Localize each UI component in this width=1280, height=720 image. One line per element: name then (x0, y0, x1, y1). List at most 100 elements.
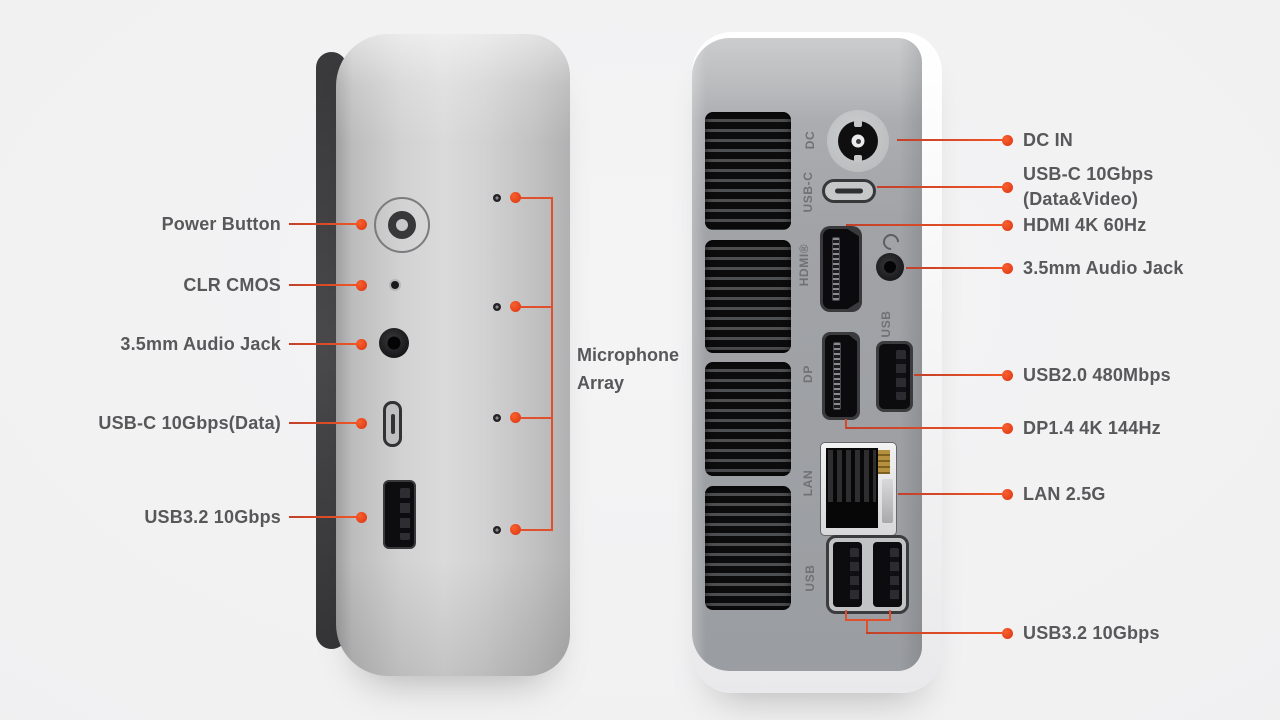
front-usb-c-port (383, 401, 402, 447)
annotation-clr-cmos: CLR CMOS (183, 274, 367, 296)
mic-hole-4 (493, 526, 501, 534)
annotation-label: 3.5mm Audio Jack (120, 333, 281, 354)
lan-cavity (826, 448, 878, 528)
annotation-label-line1: USB-C 10Gbps (1023, 164, 1154, 184)
leader-line (289, 422, 356, 424)
mic-bracket-stub-2 (521, 306, 552, 308)
leader-line (289, 516, 356, 518)
mic-hole-2 (493, 303, 501, 311)
annotation-hdmi: HDMI 4K 60Hz (846, 214, 1146, 236)
dp-slot (833, 342, 841, 410)
leader-dot (1002, 488, 1013, 500)
annotation-lan: LAN 2.5G (898, 483, 1106, 505)
dual-usb3-ports (826, 535, 909, 614)
annotation-label: LAN 2.5G (1023, 483, 1106, 504)
mic-label-line2: Array (577, 373, 625, 393)
dc-in-port (827, 110, 889, 172)
leader-dot (356, 218, 367, 230)
lan-gold-contacts (878, 450, 890, 474)
leader-dot (356, 338, 367, 350)
mic-bracket-stub-3 (521, 417, 552, 419)
hdmi-cavity (823, 229, 859, 309)
leader-line (289, 343, 356, 345)
annotation-label: CLR CMOS (183, 274, 281, 295)
leader-dot (1002, 369, 1013, 381)
leader-line (289, 284, 356, 286)
mic-bracket-stub-1 (521, 197, 552, 199)
usb3-bracket-drop (866, 619, 868, 633)
usb3-bracket-tick-right (889, 610, 891, 621)
usb3-bracket-bar (845, 619, 891, 621)
panel-label-lan: LAN (801, 469, 815, 497)
microphone-array-label: Microphone Array (577, 341, 679, 397)
rear-audio-jack-port (876, 253, 904, 281)
leader-dot (1002, 422, 1013, 434)
power-button (374, 197, 430, 253)
leader-line (289, 223, 356, 225)
annotation-label: USB3.2 10Gbps (1023, 622, 1160, 643)
leader-line (877, 186, 1002, 188)
annotation-label: DC IN (1023, 129, 1073, 150)
leader-dot-mic-3 (510, 412, 521, 423)
annotation-label: Power Button (161, 213, 281, 234)
leader-dot (356, 417, 367, 429)
usb2-port (876, 341, 913, 412)
leader-dot (356, 511, 367, 523)
power-button-ring (388, 211, 416, 239)
annotation-front-usb-c: USB-C 10Gbps(Data) (98, 412, 367, 434)
annotation-dc-in: DC IN (897, 129, 1073, 151)
annotation-rear-usb-c: USB-C 10Gbps (Data&Video) (877, 162, 1153, 212)
annotation-label: DP1.4 4K 144Hz (1023, 417, 1161, 438)
annotation-label: HDMI 4K 60Hz (1023, 214, 1147, 235)
annotation-front-audio-jack: 3.5mm Audio Jack (120, 333, 367, 355)
leader-dot (1002, 262, 1013, 274)
leader-line (846, 427, 1002, 429)
annotation-rear-audio-jack: 3.5mm Audio Jack (906, 257, 1184, 279)
mic-hole-3 (493, 414, 501, 422)
leader-dot (1002, 219, 1013, 231)
annotation-label-line2: (Data&Video) (1023, 189, 1139, 209)
mic-bracket-line (551, 197, 553, 531)
leader-dot (1002, 627, 1013, 639)
annotation-power-button: Power Button (162, 213, 367, 235)
annotation-label: USB3.2 10Gbps (144, 506, 281, 527)
hdmi-slot (832, 237, 840, 301)
front-device-body (336, 34, 570, 676)
vent-grille-1 (705, 112, 791, 230)
leader-dot-mic-1 (510, 192, 521, 203)
clr-cmos-pinhole (391, 281, 399, 289)
displayport-port (822, 332, 860, 420)
annotation-usb2: USB2.0 480Mbps (914, 364, 1171, 386)
annotation-front-usb3: USB3.2 10Gbps (144, 506, 367, 528)
leader-line (897, 139, 1002, 141)
leader-line (906, 267, 1002, 269)
leader-line (846, 224, 1002, 226)
front-usb-a-port (383, 480, 416, 549)
annotation-dp: DP1.4 4K 144Hz (846, 417, 1161, 439)
lan-latch (882, 479, 893, 523)
dp-cavity (825, 335, 857, 417)
panel-label-hdmi: HDMI® (797, 243, 811, 287)
usb3-port-right (873, 542, 902, 607)
annotation-rear-usb3: USB3.2 10Gbps (866, 622, 1160, 644)
usb3-bracket-tick-left (845, 610, 847, 621)
leader-dot (356, 279, 367, 291)
panel-label-dp: DP (801, 365, 815, 383)
rear-usb-c-port (822, 179, 876, 203)
leader-line (914, 374, 1002, 376)
mic-label-line1: Microphone (577, 345, 679, 365)
annotation-label: USB2.0 480Mbps (1023, 364, 1171, 385)
leader-dot-mic-4 (510, 524, 521, 535)
leader-line (898, 493, 1002, 495)
usb3-port-left (833, 542, 862, 607)
leader-dot (1002, 134, 1013, 146)
vent-grille-2 (705, 240, 791, 353)
annotation-label: 3.5mm Audio Jack (1023, 257, 1184, 278)
lan-port (820, 442, 897, 536)
hdmi-port (820, 226, 862, 312)
leader-dot-mic-2 (510, 301, 521, 312)
leader-line (866, 632, 1002, 634)
panel-label-usb3: USB (803, 564, 817, 592)
vent-grille-3 (705, 362, 791, 476)
